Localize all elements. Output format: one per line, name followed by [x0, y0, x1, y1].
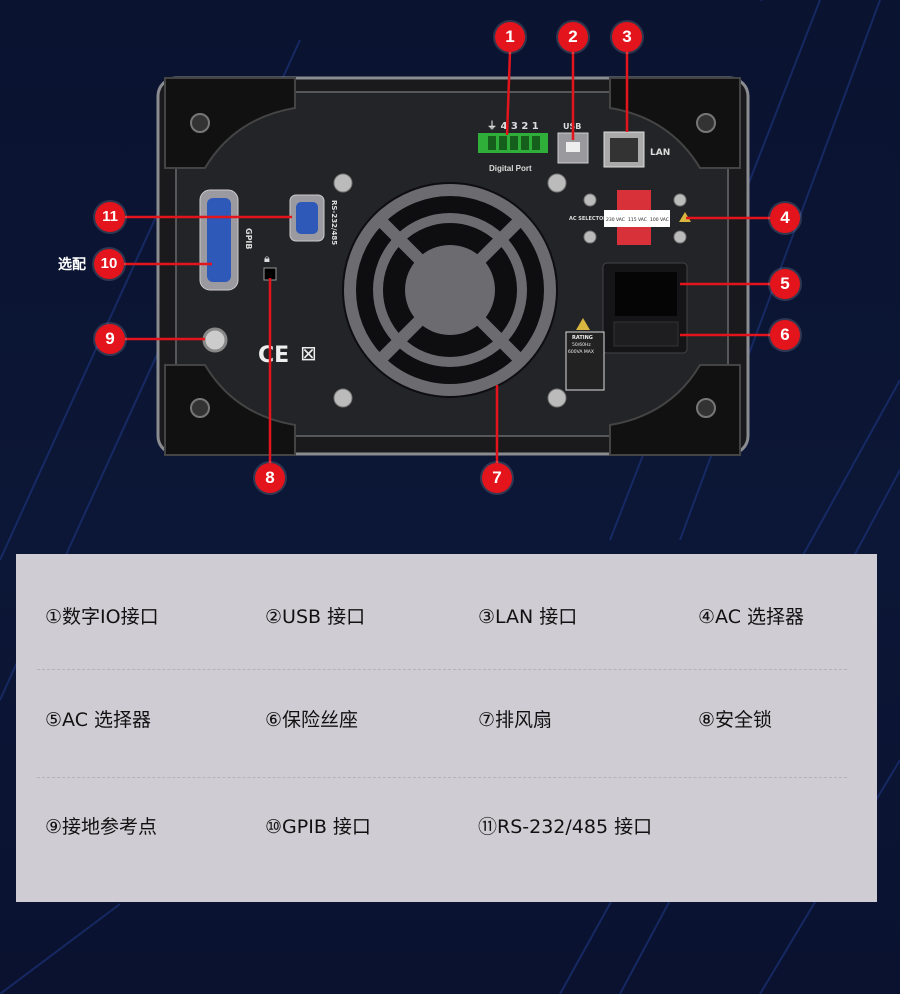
legend-panel: ①数字IO接口 ②USB 接口 ③LAN 接口 ④AC 选择器 ⑤AC 选择器 … [16, 554, 877, 902]
fan [342, 182, 558, 398]
ac-voltage-115: 115 VAC [628, 217, 647, 223]
divider [37, 669, 847, 670]
lan-label: LAN [650, 148, 670, 158]
digital-port-pins: ⏚ 4 3 2 1 [487, 120, 539, 132]
callout-9: 9 [95, 324, 125, 354]
device-rear-panel: ⏚ 4 3 2 1 Digital Port USB LAN AC SELECT… [124, 51, 770, 463]
callout-4: 4 [770, 203, 800, 233]
callout-1: 1 [495, 22, 525, 52]
callout-10: 10 [94, 249, 124, 279]
weee-bin-icon: ⊠ [300, 341, 317, 365]
warning-icon [679, 212, 691, 222]
callout-lines [124, 51, 770, 463]
fuse-holder [613, 321, 679, 347]
corner-bumper [609, 77, 741, 169]
callout-3: 3 [612, 22, 642, 52]
legend-item: ⑪RS-232/485 接口 [478, 816, 653, 838]
corner-bumper [609, 364, 741, 456]
legend-item: ②USB 接口 [265, 606, 366, 628]
ac-selector-label: AC SELECTOR [569, 216, 607, 222]
callout-6: 6 [770, 320, 800, 350]
legend-item: ①数字IO接口 [45, 606, 159, 628]
rating-title: RATING [572, 335, 593, 341]
corner-bumper [164, 77, 296, 169]
corner-bumper [164, 364, 296, 456]
callout-5: 5 [770, 269, 800, 299]
rating-power: 600VA MAX [568, 349, 594, 355]
legend-item: ⑥保险丝座 [265, 709, 359, 731]
warning-icon [576, 318, 590, 330]
legend-item: ⑤AC 选择器 [45, 709, 152, 731]
ce-mark: CE [258, 343, 289, 368]
ac-voltage-230: 230 VAC [606, 217, 625, 223]
legend-item: ③LAN 接口 [478, 606, 578, 628]
legend-item: ⑦排风扇 [478, 709, 553, 731]
callout-7: 7 [482, 463, 512, 493]
legend-item: ④AC 选择器 [698, 606, 805, 628]
optional-label: 选配 [58, 257, 86, 273]
rs232-label: RS-232/485 [330, 200, 338, 245]
rating-frequency: 50/60Hz [572, 342, 591, 348]
ground-terminal [202, 327, 228, 353]
callout-2: 2 [558, 22, 588, 52]
callout-8: 8 [255, 463, 285, 493]
gpib-label: GPIB [244, 228, 253, 250]
legend-item: ⑧安全锁 [698, 709, 773, 731]
ac-voltage-100: 100 VAC [650, 217, 669, 223]
divider [37, 777, 847, 778]
lock-icon: 🔒︎ [264, 252, 270, 265]
legend-item: ⑨接地参考点 [45, 816, 158, 838]
callout-11: 11 [95, 202, 125, 232]
digital-port-label: Digital Port [489, 164, 532, 173]
legend-item: ⑩GPIB 接口 [265, 816, 371, 838]
